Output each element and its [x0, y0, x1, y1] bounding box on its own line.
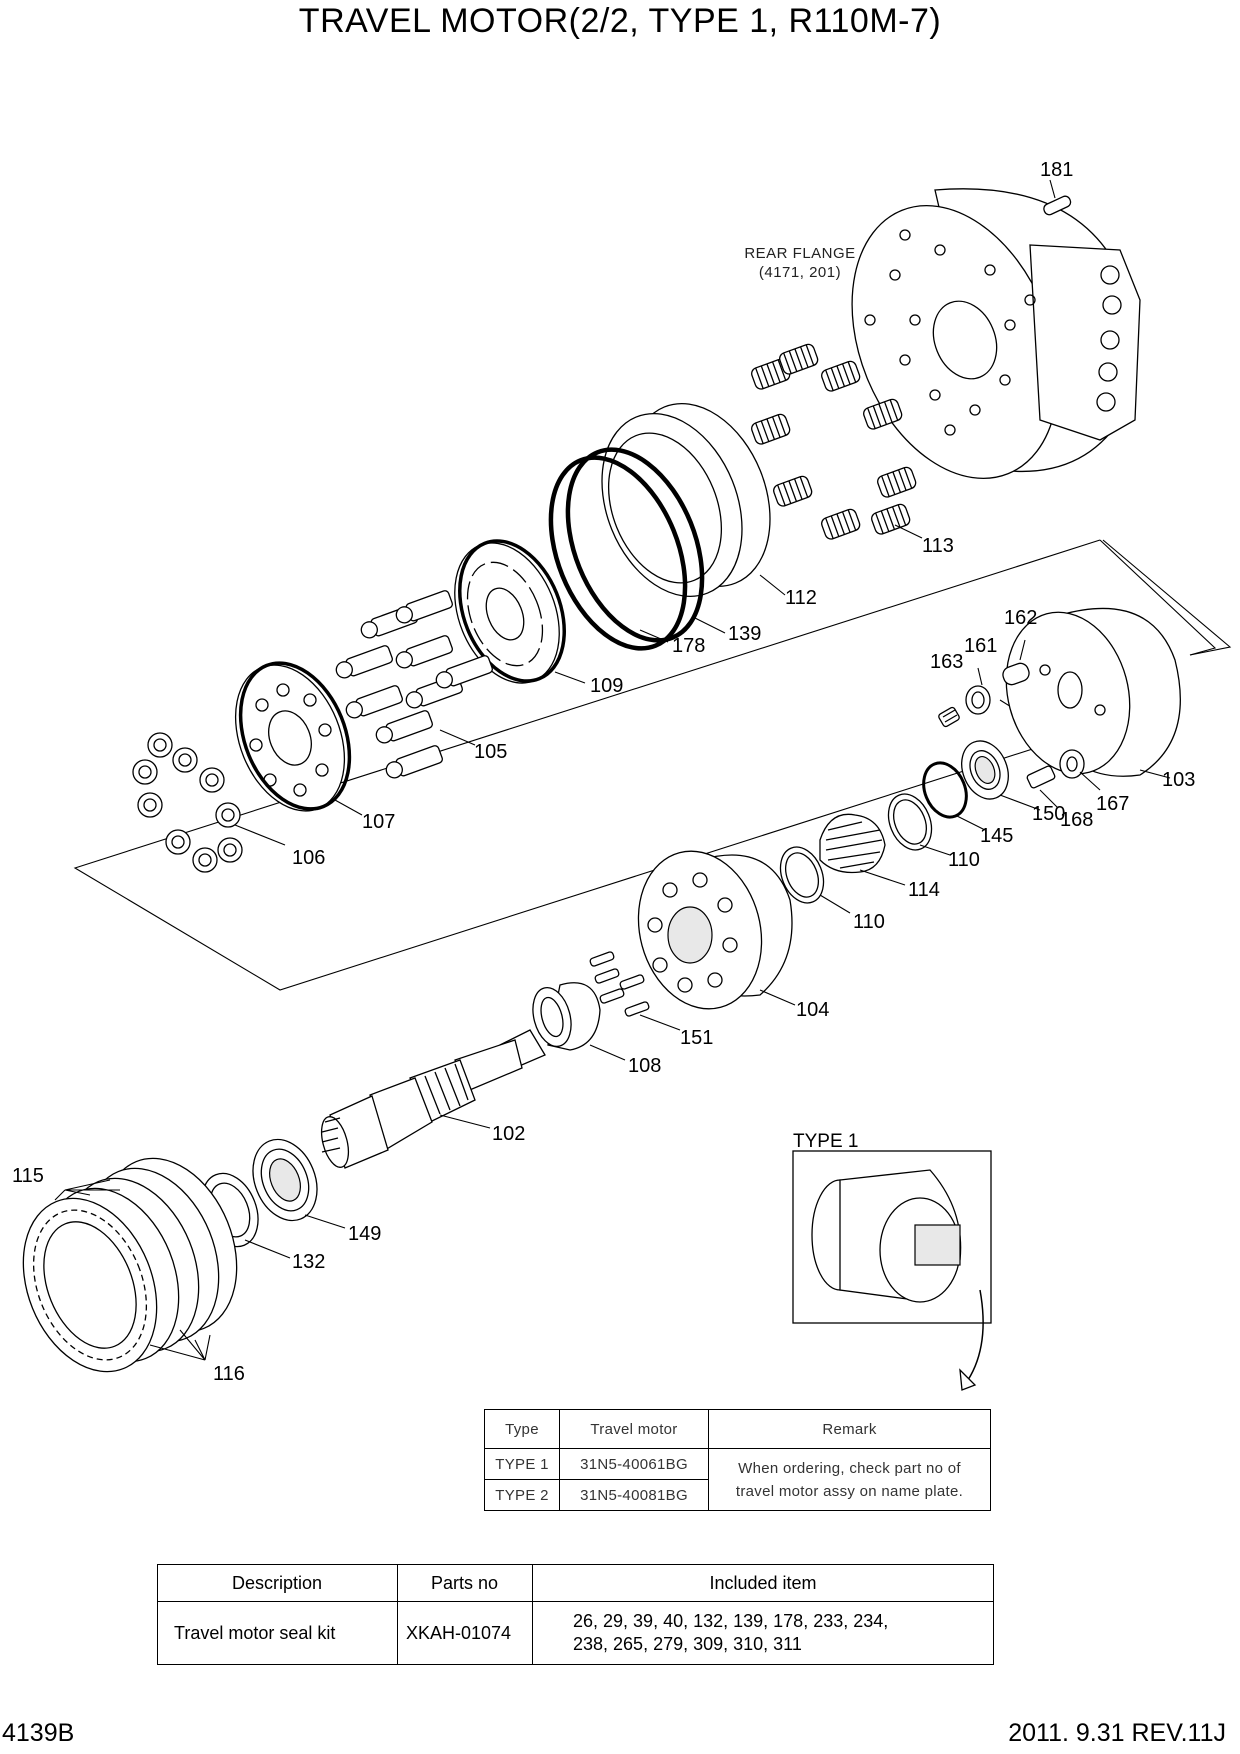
revision-date: 2011. 9.31 REV.11J: [1008, 1719, 1226, 1747]
included-items-line-1: 26, 29, 39, 40, 132, 139, 178, 233, 234,: [573, 1611, 889, 1631]
part-label-112: 112: [785, 587, 817, 609]
part-label-114: 114: [908, 879, 940, 901]
part-label-113: 113: [922, 535, 954, 557]
part-label-145: 145: [980, 825, 1013, 847]
page-code: 4139B: [2, 1719, 75, 1747]
description-header: Description: [157, 1564, 398, 1602]
part-label-132: 132: [292, 1251, 325, 1273]
name-plate: [914, 1224, 961, 1266]
part-label-151: 151: [680, 1027, 713, 1049]
table-row: TYPE 1 31N5-40061BG When ordering, check…: [484, 1448, 991, 1511]
travel-motor-header: Travel motor: [559, 1409, 709, 1449]
part-label-181: 181: [1040, 159, 1073, 181]
parts-no-header: Parts no: [397, 1564, 533, 1602]
part-label-104: 104: [796, 999, 829, 1021]
type1-label: TYPE 1: [793, 1131, 858, 1152]
motor-cell: 31N5-40081BG: [559, 1479, 709, 1511]
piston-112: [601, 402, 786, 598]
o-rings-139-178: [548, 447, 726, 651]
part-label-108: 108: [628, 1055, 661, 1077]
small-parts-161-168: [779, 639, 1101, 914]
part-label-178: 178: [672, 635, 705, 657]
pins-151: [589, 951, 681, 1031]
part-label-161: 161: [964, 635, 997, 657]
shoes-106: [132, 732, 286, 873]
valve-plate-109: [454, 539, 586, 684]
retainer-plate-107: [234, 661, 363, 816]
part-label-167: 167: [1096, 793, 1129, 815]
motor-cell: 31N5-40061BG: [559, 1448, 709, 1480]
part-label-110-upper: 110: [948, 849, 980, 871]
bearing-149: [252, 1138, 346, 1229]
part-162: [1002, 639, 1030, 686]
type-table: Type Travel motor Remark TYPE 1 31N5-400…: [484, 1409, 991, 1511]
type-header: Type: [484, 1409, 560, 1449]
type-table-header: Type Travel motor Remark: [484, 1409, 991, 1449]
table-row: Travel motor seal kit XKAH-01074 26, 29,…: [157, 1601, 994, 1665]
type1-inset-frame: [792, 1150, 992, 1324]
part-168: [1026, 765, 1059, 809]
part-161: [965, 667, 991, 715]
part-label-103: 103: [1162, 769, 1195, 791]
part-label-139: 139: [728, 623, 761, 645]
part-label-105: 105: [474, 741, 507, 763]
rear-flange: [851, 188, 1141, 480]
part-145: [922, 761, 986, 831]
part-114: [819, 813, 906, 886]
part-label-116: 116: [213, 1363, 245, 1385]
springs-113: [751, 343, 923, 540]
remark-line-2: travel motor assy on name plate.: [735, 1482, 964, 1500]
included-items-cell: 26, 29, 39, 40, 132, 139, 178, 233, 234,…: [532, 1601, 994, 1665]
included-item-header: Included item: [532, 1564, 994, 1602]
remark-header: Remark: [708, 1409, 991, 1449]
rear-flange-sub-label: (4171, 201): [759, 264, 841, 281]
part-label-150: 150: [1032, 803, 1065, 825]
part-label-149: 149: [348, 1223, 381, 1245]
part-label-110-lower: 110: [853, 911, 885, 933]
bush-108: [532, 982, 626, 1061]
part-163: [938, 706, 960, 728]
rear-flange-label: REAR FLANGE: [744, 245, 855, 262]
type1-inset: [792, 1150, 992, 1391]
spacer-103: [1005, 607, 1181, 779]
friction-plates-115-116: [22, 1157, 238, 1373]
part-110-lower: [779, 846, 851, 914]
part-label-107: 107: [362, 811, 395, 833]
group-boundary: [1102, 539, 1232, 656]
pin-181: [1043, 179, 1072, 216]
seal-kit-header: Description Parts no Included item: [157, 1564, 994, 1602]
part-label-168: 168: [1060, 809, 1093, 831]
part-label-109: 109: [590, 675, 623, 697]
description-cell: Travel motor seal kit: [157, 1601, 398, 1665]
part-label-163: 163: [930, 651, 963, 673]
arrow-head-icon: [959, 1368, 977, 1391]
seal-kit-table: Description Parts no Included item Trave…: [157, 1564, 994, 1665]
remark-cell: When ordering, check part no of travel m…: [708, 1448, 991, 1511]
included-items-line-2: 238, 265, 279, 309, 310, 311: [573, 1634, 802, 1654]
part-label-106: 106: [292, 847, 325, 869]
type-cell: TYPE 2: [484, 1479, 560, 1511]
part-167: [1059, 749, 1101, 791]
type-cell: TYPE 1: [484, 1448, 560, 1480]
table-row: TYPE 2 31N5-40081BG: [484, 1479, 991, 1511]
part-label-102: 102: [492, 1123, 525, 1145]
shaft-102: [320, 1029, 546, 1169]
parts-no-cell: XKAH-01074: [397, 1601, 533, 1665]
remark-line-1: When ordering, check part no of: [738, 1459, 961, 1477]
cylinder-block-104: [637, 850, 796, 1010]
part-150: [961, 740, 1041, 811]
pistons-105: [335, 590, 493, 779]
part-label-115: 115: [12, 1165, 44, 1187]
part-110-upper: [887, 793, 951, 856]
part-label-162: 162: [1004, 607, 1037, 629]
page-title: TRAVEL MOTOR(2/2, TYPE 1, R110M-7): [298, 2, 942, 40]
